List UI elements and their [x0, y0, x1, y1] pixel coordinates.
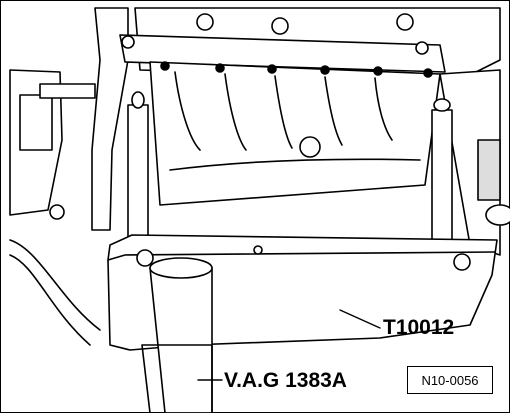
left-hose-2 [9, 254, 91, 346]
right-support-rod [431, 109, 453, 251]
oil-sump [149, 61, 441, 206]
right-housing [439, 69, 501, 256]
left-rod-top [131, 91, 145, 109]
flange-bolt-3 [396, 13, 414, 31]
left-hose [9, 239, 101, 331]
plate-hole-left [136, 249, 154, 267]
left-bracket [91, 7, 129, 231]
sump-bolt-1 [160, 61, 170, 71]
plate-hole-right [453, 253, 471, 271]
sump-drain-plug [299, 136, 321, 158]
left-cylinder-detail [19, 94, 53, 151]
left-support-rod [127, 104, 149, 246]
sump-flange [119, 34, 446, 73]
sump-rib-1 [174, 71, 201, 151]
flange-bolt-4 [121, 35, 135, 49]
sump-bolt-6 [423, 68, 433, 78]
sump-bolt-5 [373, 66, 383, 76]
jack-sleeve [141, 344, 213, 413]
sump-rib-3 [274, 75, 293, 149]
label-vag-1383a: V.A.G 1383A [224, 369, 347, 392]
sump-rib-2 [224, 73, 247, 151]
jack-column [149, 267, 213, 413]
support-plate-edge [107, 251, 496, 261]
right-gear-teeth [477, 139, 501, 201]
sump-rib-4 [324, 76, 343, 146]
sump-bolt-3 [267, 64, 277, 74]
flange-bolt-5 [415, 41, 429, 55]
sump-bolt-4 [320, 65, 330, 75]
jack-top [149, 257, 213, 279]
sump-lower-edge [169, 158, 421, 171]
left-connector [39, 83, 96, 99]
figure-number-box: N10-0056 [407, 366, 493, 394]
right-drum [485, 204, 510, 226]
label-t10012: T10012 [383, 316, 455, 339]
sump-bolt-2 [215, 63, 225, 73]
flange-bolt-1 [196, 13, 214, 31]
flange-bolt-2 [271, 17, 289, 35]
leader-t10012 [339, 309, 381, 329]
left-bolt [49, 204, 65, 220]
plate-hole-center [253, 245, 263, 255]
right-rod-top [433, 98, 451, 112]
sump-rib-5 [374, 77, 393, 141]
